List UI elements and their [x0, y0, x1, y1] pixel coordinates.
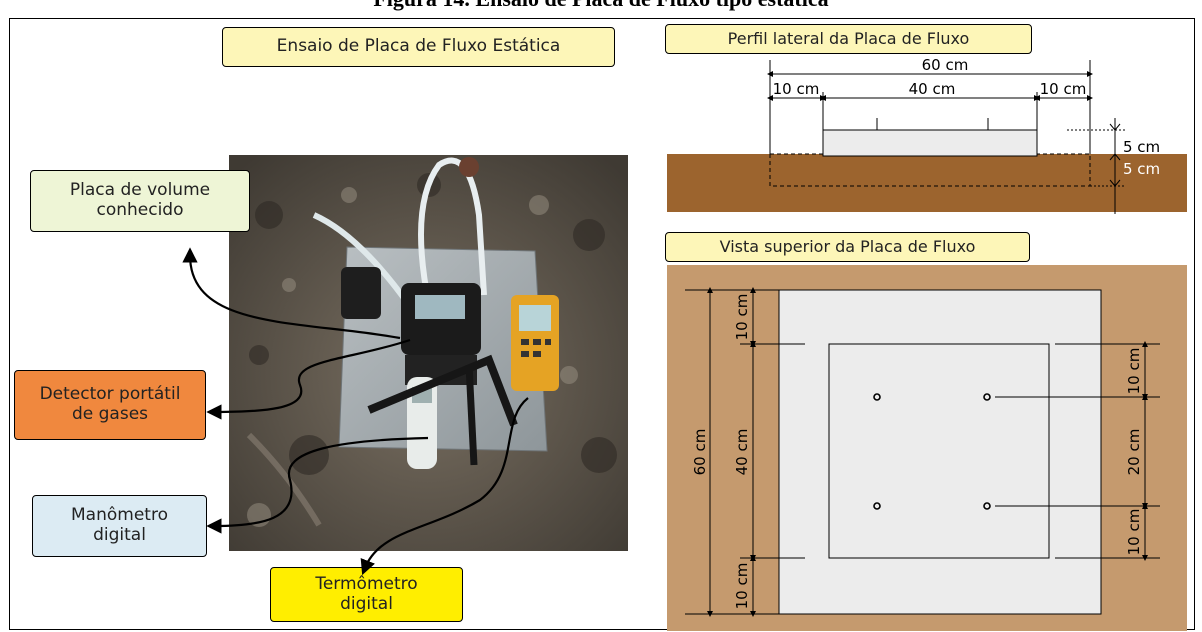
plate-above-ground: [822, 129, 1038, 157]
gas-detector-label: Detector portátil de gases: [14, 370, 206, 440]
field-photo: [229, 155, 628, 551]
main-title-text: Ensaio de Placa de Fluxo Estática: [276, 36, 561, 57]
plate-volume-line2: conhecido: [96, 200, 184, 220]
top-view-title: Vista superior da Placa de Fluxo: [665, 232, 1030, 262]
main-title-label: Ensaio de Placa de Fluxo Estática: [222, 27, 615, 67]
inner-plate-square: [828, 343, 1050, 559]
side-dim-center: 40 cm: [909, 80, 956, 98]
thermometer-line1: Termômetro: [315, 573, 418, 594]
top-dim-total: 60 cm: [691, 429, 709, 476]
side-dim-height-bottom: 5 cm: [1123, 160, 1160, 178]
side-dim-right: 10 cm: [1040, 80, 1087, 98]
port-hole-1: [873, 393, 881, 401]
plate-diagrams: 60 cm 10 cm 40 cm 10 cm 5 cm 5 cm 60 cm …: [667, 56, 1187, 631]
side-profile: 60 cm 10 cm 40 cm 10 cm 5 cm 5 cm: [667, 56, 1187, 214]
manometer-line2: digital: [93, 525, 146, 545]
side-dim-total: 60 cm: [922, 56, 969, 74]
callout-arrows: [182, 247, 529, 576]
thermometer-label: Termômetro digital: [270, 567, 463, 622]
figure-title: Figura 14. Ensaio de Placa de Fluxo tipo…: [0, 0, 1202, 12]
side-profile-title: Perfil lateral da Placa de Fluxo: [665, 24, 1032, 54]
top-view: 60 cm 10 cm 40 cm 10 cm 10 cm 20 cm 10 c…: [667, 265, 1187, 631]
plate-volume-label: Placa de volume conhecido: [30, 170, 250, 232]
port-hole-4: [983, 502, 991, 510]
plate-volume-line1: Placa de volume: [69, 180, 211, 201]
arrow-manometer: [206, 436, 429, 534]
top-view-title-text: Vista superior da Placa de Fluxo: [719, 236, 976, 256]
thermometer-line2: digital: [340, 593, 393, 614]
top-dim-center: 40 cm: [733, 429, 751, 476]
side-dim-left: 10 cm: [773, 80, 820, 98]
arrow-detector: [206, 338, 411, 420]
arrow-thermometer: [360, 397, 529, 576]
top-dim-right-mid: 20 cm: [1125, 429, 1143, 476]
manometer-line1: Manômetro: [71, 505, 168, 526]
arrow-plate: [182, 247, 401, 340]
buried-plate-outline: [769, 153, 1091, 187]
gas-detector-line2: de gases: [71, 404, 149, 424]
top-dim-right-bottom: 10 cm: [1125, 509, 1143, 556]
side-profile-title-text: Perfil lateral da Placa de Fluxo: [727, 28, 970, 48]
field-photo-illustration: [229, 155, 628, 551]
manometer-label: Manômetro digital: [32, 495, 207, 557]
side-dim-height-top: 5 cm: [1123, 138, 1160, 156]
port-hole-3: [873, 502, 881, 510]
gas-detector-line1: Detector portátil: [39, 384, 181, 405]
figure-frame: [9, 18, 1195, 630]
top-dim-right-top: 10 cm: [1125, 348, 1143, 395]
soil-layer: [667, 154, 1187, 212]
port-hole-2: [983, 393, 991, 401]
top-dim-bottom: 10 cm: [733, 563, 751, 610]
top-dim-top: 10 cm: [733, 294, 751, 341]
